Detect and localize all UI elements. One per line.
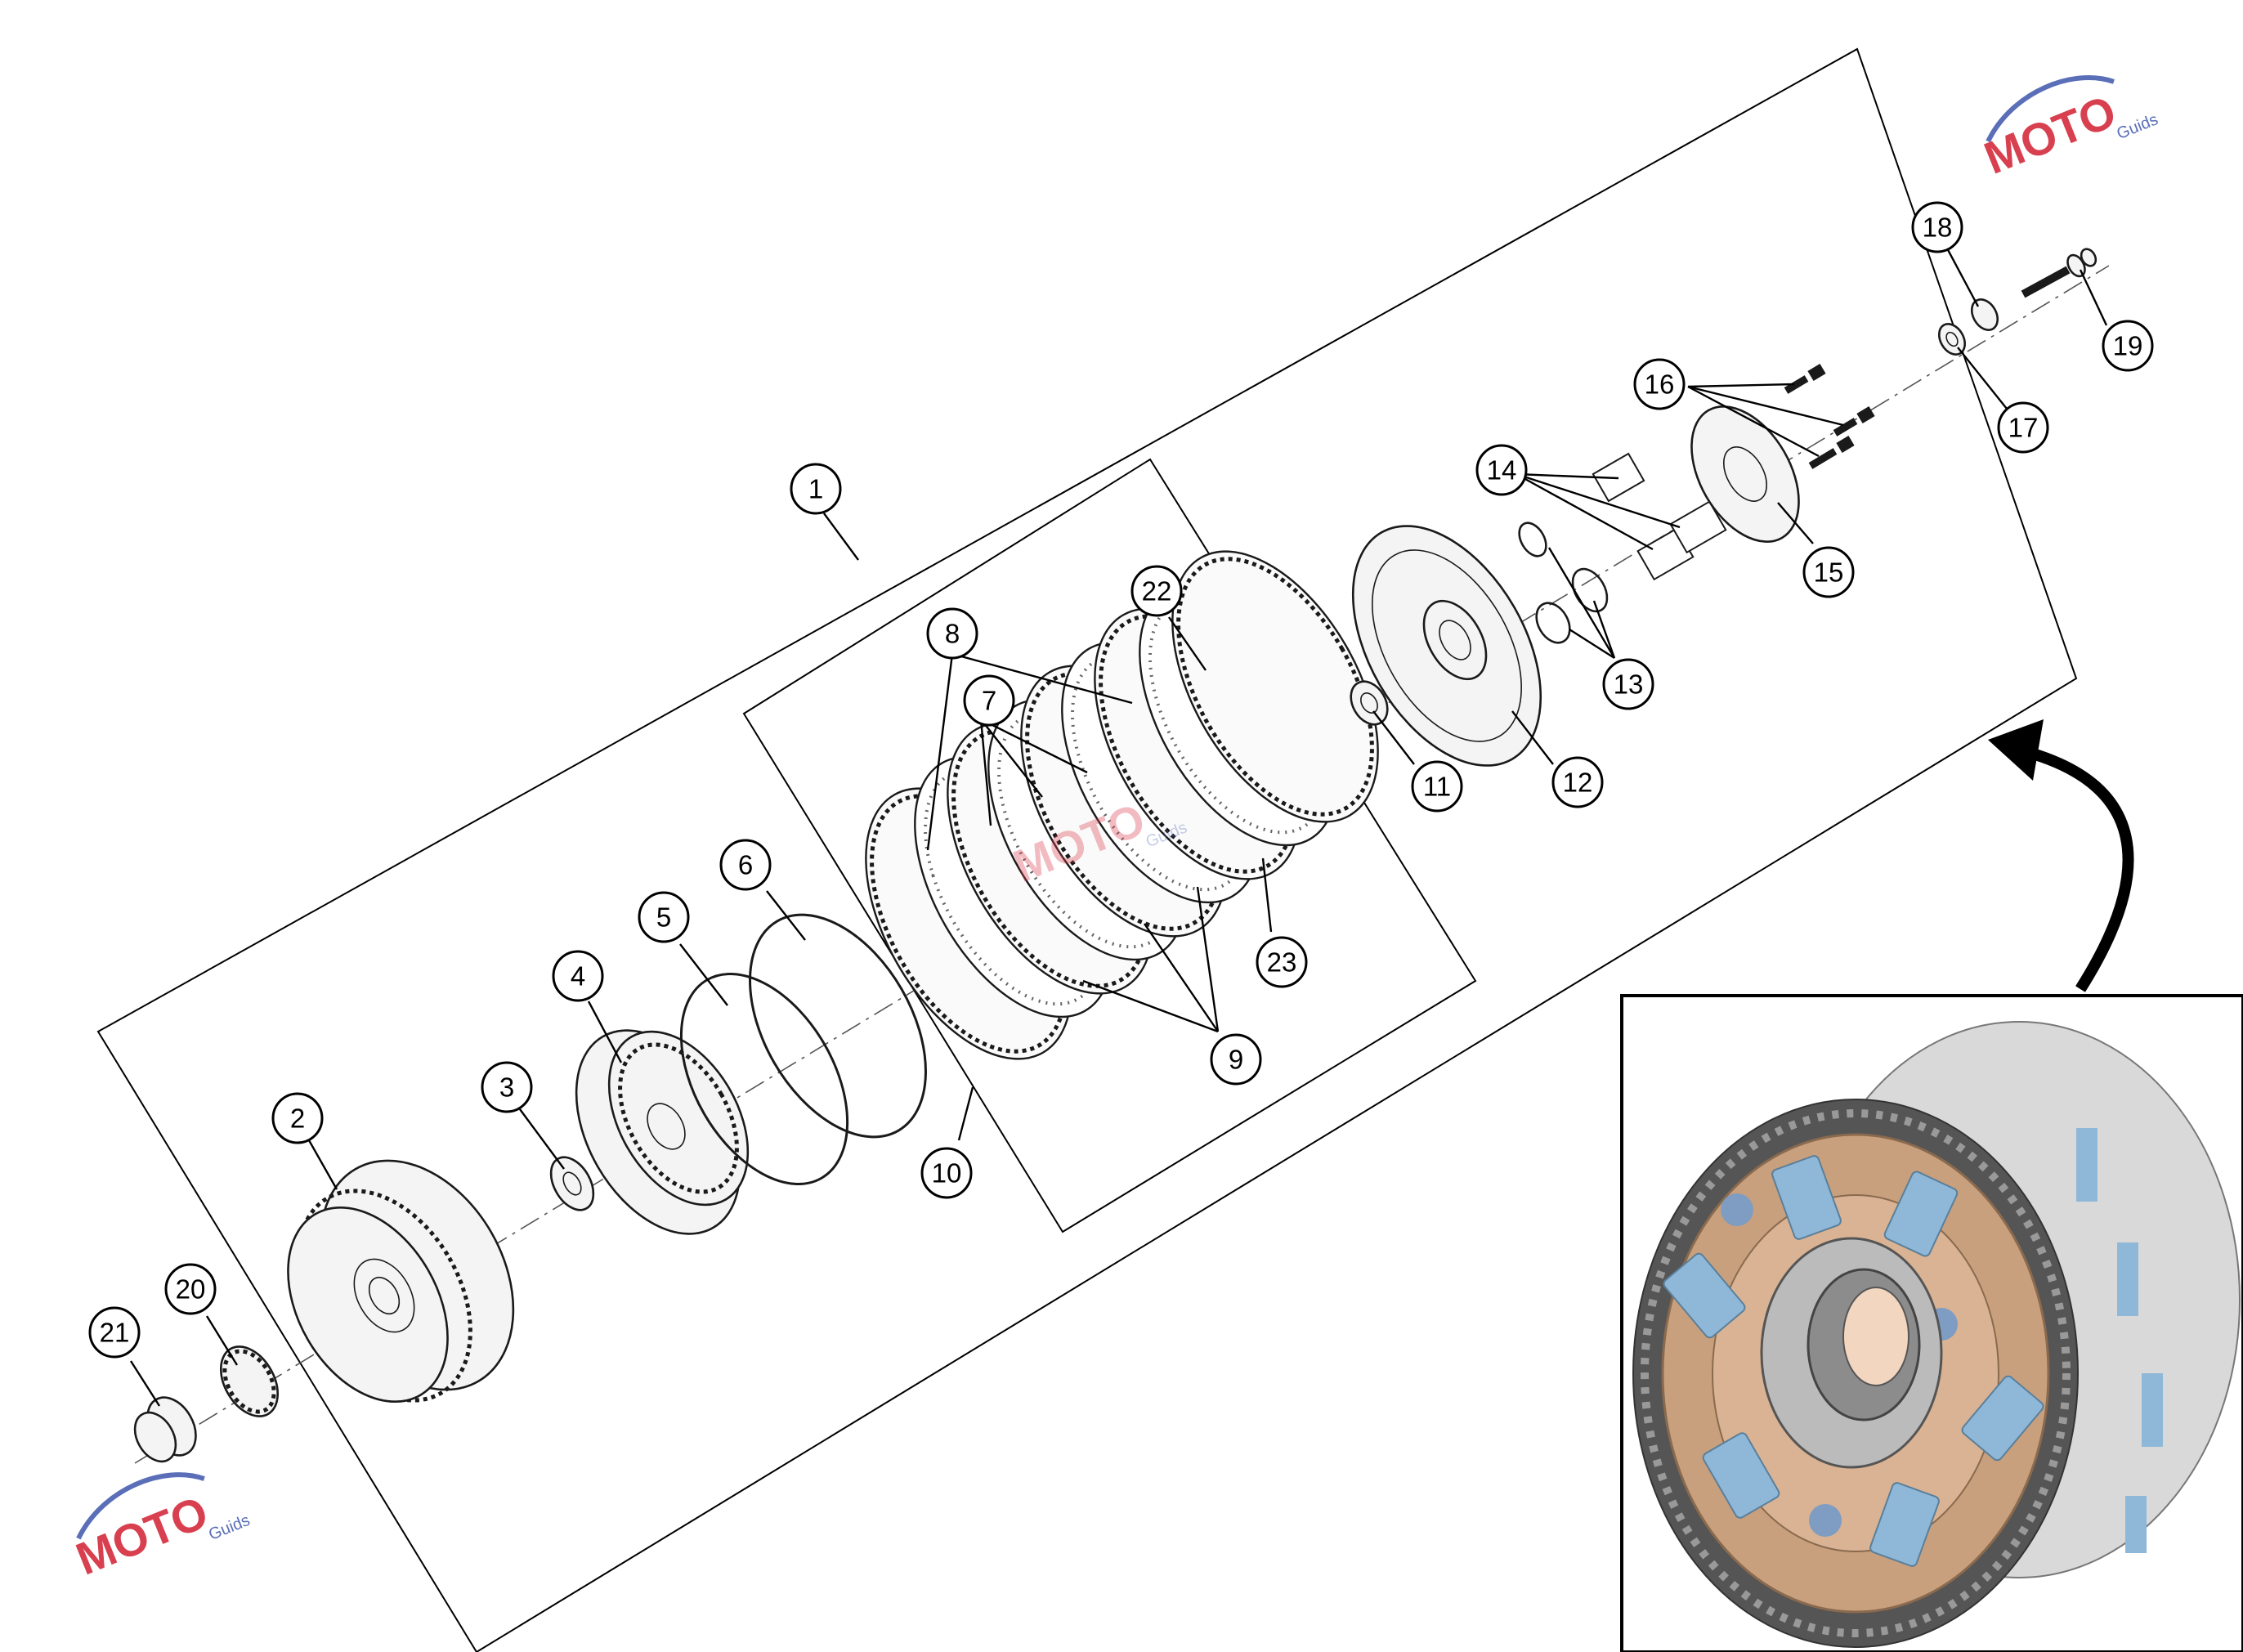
part-nut (1970, 298, 1999, 331)
callout-23: 23 (1256, 936, 1308, 988)
callout-label: 15 (1814, 557, 1844, 588)
part-sealing-rings (1518, 522, 1609, 644)
callout-label: 7 (982, 686, 996, 716)
part-pushrod (2021, 248, 2097, 298)
callout-label: 12 (1563, 768, 1593, 798)
watermark-top-right: MOTO Guids (1977, 75, 2161, 184)
callout-label: 18 (1923, 213, 1953, 243)
callout-22: 22 (1130, 565, 1183, 617)
callout-label: 6 (738, 850, 753, 880)
callout-label: 8 (945, 619, 960, 649)
callout-label: 13 (1614, 669, 1644, 700)
part-collar (133, 1396, 197, 1463)
callout-label: 5 (656, 902, 671, 933)
part-wire-ring (749, 913, 927, 1139)
part-washer (1350, 680, 1389, 726)
callout-label: 9 (1229, 1045, 1243, 1075)
clutch-basket-render (1632, 1021, 2241, 1648)
callout-13: 13 (1602, 658, 1654, 710)
callout-18: 18 (1911, 201, 1963, 253)
callout-label: 20 (176, 1274, 206, 1305)
part-needle-bearing (220, 1345, 279, 1417)
callout-21: 21 (88, 1306, 141, 1359)
callout-1: 1 (790, 463, 842, 515)
part-inner-hub (575, 1029, 750, 1235)
callout-label: 21 (100, 1318, 130, 1348)
part-lock-washer (1937, 323, 1967, 356)
callout-label: 3 (499, 1072, 514, 1103)
callout-16: 16 (1633, 358, 1686, 410)
pointer-arrow (1988, 719, 2134, 992)
callout-12: 12 (1551, 756, 1604, 808)
callout-label: 1 (808, 474, 823, 504)
part-pressure-plate (1351, 525, 1542, 767)
callout-5: 5 (638, 891, 690, 943)
callout-label: 14 (1487, 455, 1517, 486)
callout-17: 17 (1997, 401, 2049, 454)
callout-3: 3 (481, 1061, 533, 1113)
callout-11: 11 (1411, 760, 1463, 813)
part-bolts (1784, 363, 1875, 469)
callout-6: 6 (719, 839, 772, 891)
callout-9: 9 (1210, 1033, 1262, 1086)
part-thrust-washer (549, 1156, 595, 1211)
callout-14: 14 (1475, 444, 1528, 496)
watermark-bottom-left: MOTO Guids (69, 1472, 253, 1585)
leader-lines (129, 244, 2108, 1407)
callout-label: 23 (1267, 947, 1297, 978)
watermark-subtext: Guids (2115, 110, 2161, 143)
assembly-frame (96, 47, 2078, 1652)
callout-label: 22 (1142, 576, 1172, 607)
callout-2: 2 (271, 1092, 324, 1144)
part-spring-plate (1690, 405, 1800, 543)
callout-20: 20 (164, 1263, 217, 1315)
callout-19: 19 (2102, 320, 2154, 372)
callout-label: 4 (571, 961, 585, 992)
callout-label: 19 (2113, 331, 2143, 361)
callout-label: 2 (290, 1104, 305, 1134)
callout-8: 8 (926, 607, 978, 660)
watermark-subtext: Guids (206, 1511, 253, 1544)
watermark-text: MOTO (69, 1486, 214, 1585)
callout-label: 17 (2008, 413, 2039, 443)
watermark-text: MOTO (1977, 85, 2123, 184)
callout-4: 4 (552, 950, 604, 1002)
callout-label: 11 (1423, 772, 1451, 802)
clutch-plate-pack (865, 550, 1379, 1060)
part-clutch-basket (287, 1159, 515, 1404)
callout-10: 10 (920, 1147, 973, 1199)
callout-7: 7 (963, 674, 1015, 727)
callout-label: 10 (932, 1158, 962, 1189)
callout-15: 15 (1802, 546, 1855, 598)
callout-label: 16 (1645, 369, 1675, 400)
inset-panel (1620, 994, 2243, 1652)
clutch-pack-frame (742, 458, 1477, 1233)
